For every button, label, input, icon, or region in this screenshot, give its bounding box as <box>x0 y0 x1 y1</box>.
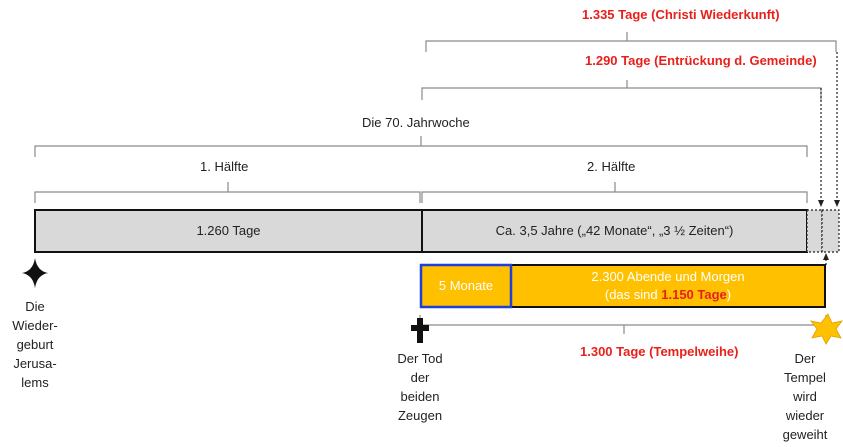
rebirth-line: geburt <box>16 337 54 352</box>
evenings-line1: 2.300 Abende und Morgen <box>591 269 745 284</box>
label-death-witnesses: Der Tod der beiden Zeugen <box>385 349 455 425</box>
evenings-line2-suffix: ) <box>726 287 732 302</box>
cross-icon <box>411 318 429 343</box>
bracket-1300 <box>419 315 827 334</box>
label-5-months: 5 Monate <box>438 278 494 293</box>
label-half1: 1. Hälfte <box>200 159 249 174</box>
evenings-1150-days: 1.150 Tage <box>661 287 727 302</box>
label-rebirth-jerusalem: Die Wieder- geburt Jerusa- lems <box>5 297 65 392</box>
label-1290-days: 1.290 Tage (Entrückung d. Gemeinde) <box>585 53 817 68</box>
temple-line: Tempel <box>784 370 826 385</box>
bracket-1335 <box>425 32 837 52</box>
bracket-70-week <box>34 136 808 157</box>
rebirth-line: Jerusa- <box>13 356 57 371</box>
arrow-head-1335 <box>834 200 840 207</box>
bar-extension-45 <box>821 209 840 253</box>
rebirth-line: lems <box>21 375 49 390</box>
death-line: Zeugen <box>397 408 443 423</box>
rebirth-line: Die <box>25 299 45 314</box>
label-1335-days: 1.335 Tage (Christi Wiederkunft) <box>582 7 780 22</box>
bar-3-5-years <box>421 209 808 253</box>
label-temple-consecrated: Der Tempel wird wieder geweiht <box>773 349 837 444</box>
bracket-1290 <box>421 80 822 100</box>
temple-line: Der <box>794 351 816 366</box>
label-70-week: Die 70. Jahrwoche <box>362 115 470 130</box>
gold-star-icon <box>810 313 843 345</box>
bracket-half2 <box>421 182 808 203</box>
bar-1260-days <box>34 209 423 253</box>
temple-line: wieder <box>785 408 825 423</box>
arrow-up-head <box>823 253 829 260</box>
evenings-line2: (das sind 1.150 Tage) <box>511 286 825 304</box>
label-1300-days: 1.300 Tage (Tempelweihe) <box>580 344 739 359</box>
four-point-star-icon <box>22 258 48 288</box>
bar-extension-30 <box>806 209 823 253</box>
label-bar2: Ca. 3,5 Jahre („42 Monate“, „3 ½ Zeiten“… <box>495 223 734 238</box>
death-line: beiden <box>400 389 440 404</box>
bar-5-months <box>419 263 513 309</box>
death-line: der <box>410 370 430 385</box>
rebirth-line: Wieder- <box>12 318 58 333</box>
evenings-line2-prefix: (das sind <box>604 287 662 302</box>
label-2300-evenings: 2.300 Abende und Morgen (das sind 1.150 … <box>511 268 825 304</box>
label-half2: 2. Hälfte <box>587 159 636 174</box>
temple-line: wird <box>793 389 817 404</box>
death-line: Der Tod <box>397 351 443 366</box>
arrow-head-1290 <box>818 200 824 207</box>
bracket-half1 <box>34 182 421 203</box>
temple-line: geweiht <box>782 427 828 442</box>
label-bar1: 1.260 Tage <box>196 223 261 238</box>
